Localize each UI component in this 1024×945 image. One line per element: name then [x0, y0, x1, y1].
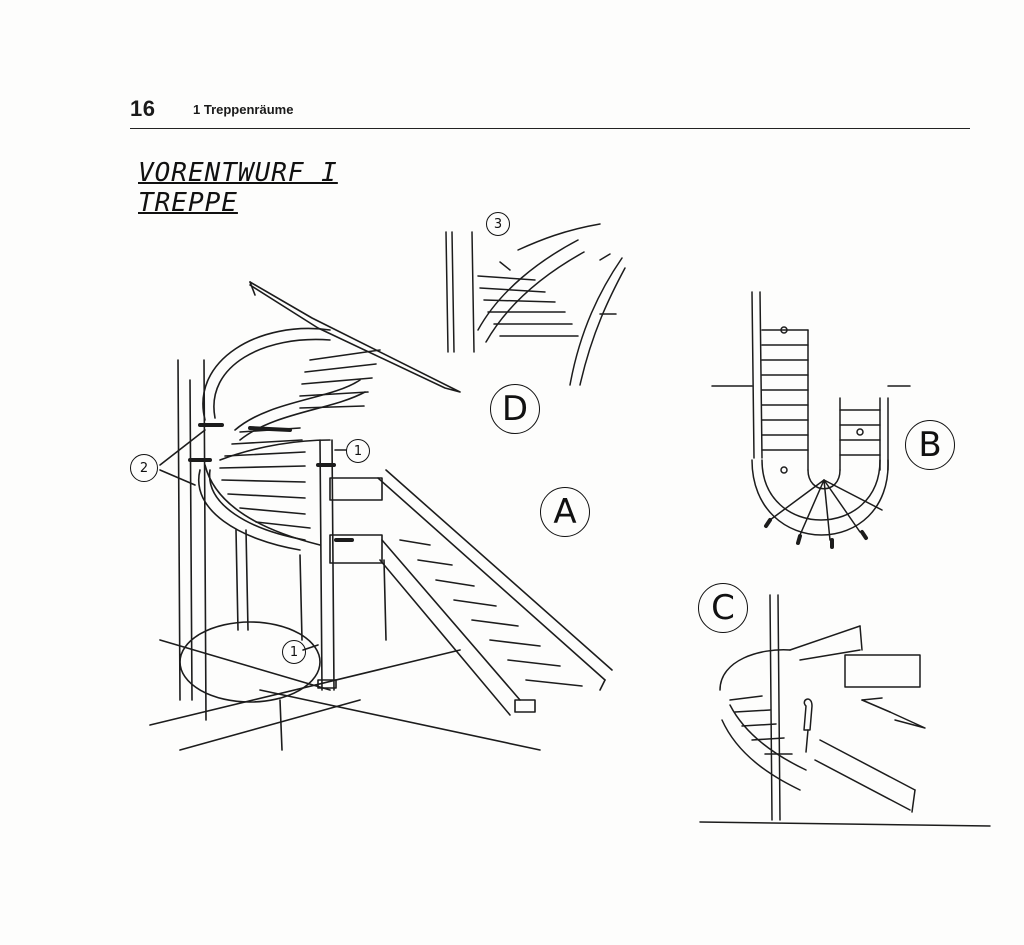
sketch-title-line1: VORENTWURF I — [138, 158, 338, 188]
page-header: 16 1 Treppenräume — [130, 96, 970, 129]
page-number: 16 — [130, 96, 156, 121]
callout-1-column: 1 — [346, 439, 370, 463]
callout-1-floor: 1 — [282, 640, 306, 664]
chapter-title: 1 Treppenräume — [193, 102, 294, 117]
perspective-view-a — [149, 281, 613, 751]
view-label-b: B — [905, 420, 955, 470]
view-label-a: A — [540, 487, 590, 537]
sketch-title: VORENTWURF I TREPPE — [138, 158, 338, 218]
callout-2-treads: 2 — [130, 454, 158, 482]
section-view-c — [699, 594, 991, 827]
detail-view-d — [445, 223, 626, 386]
view-label-d: D — [490, 384, 540, 434]
callout-3-detail: 3 — [486, 212, 510, 236]
sketch-title-line2: TREPPE — [138, 188, 238, 218]
plan-view-b — [711, 291, 911, 549]
view-label-c: C — [698, 583, 748, 633]
